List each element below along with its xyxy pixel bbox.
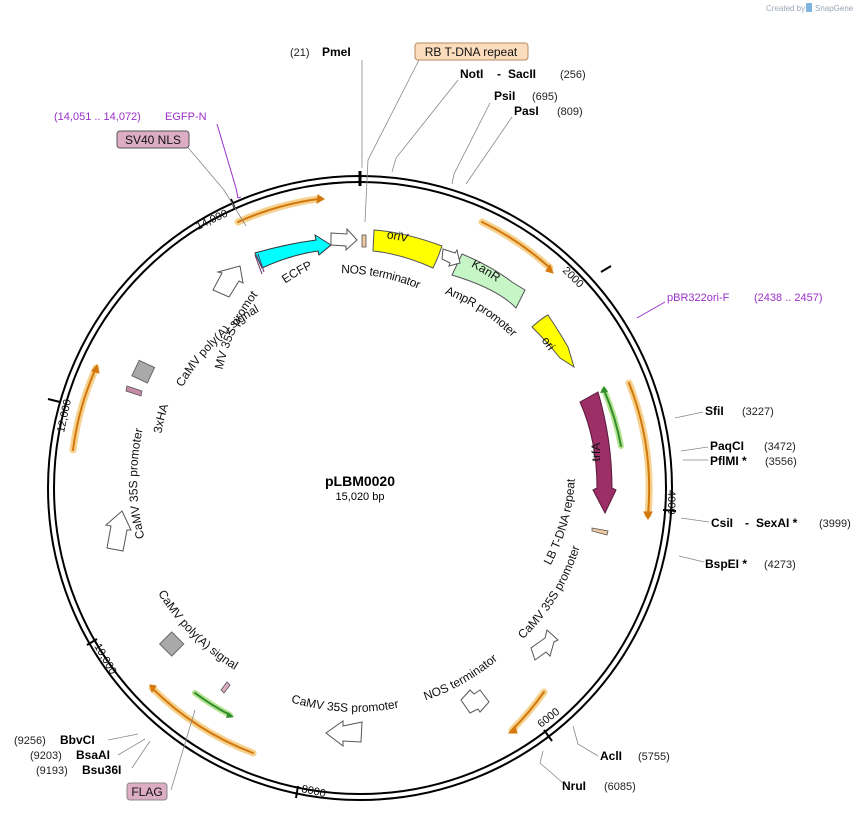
camv35s-right-arrow (530, 629, 559, 661)
site-pos-acli: (5755) (638, 751, 670, 763)
credit-text: Created by (766, 4, 805, 13)
site-name-bsu36i: Bsu36I (82, 763, 121, 777)
site-name-nrui: NruI (562, 779, 586, 793)
site-name-csii: CsiI (711, 516, 733, 530)
site-pos-sfii: (3227) (742, 406, 774, 418)
site-name-paqci: PaqCI (710, 439, 744, 453)
site-pos-paqci: (3472) (764, 441, 796, 453)
restriction-sites: (21) PmeI NotI - SacII (256) PsiI (695) … (14, 45, 851, 793)
site-name-pasi: PasI (514, 104, 539, 118)
egfp-primer-range: (14,051 .. 14,072) (54, 111, 141, 123)
snapgene-logo-icon (806, 3, 812, 12)
tick-10000: 10,000 (91, 642, 118, 677)
site-sep-csii: - (745, 516, 749, 530)
nos-terminator-bottom-arrow (460, 689, 490, 714)
rb-repeat-box (414, 42, 529, 61)
camv35s-bottom-label: CaMV 35S promoter (290, 692, 400, 715)
site-pos-nrui: (6085) (604, 781, 636, 793)
oriv-feature (372, 229, 443, 269)
site-pos-bbvci: (9256) (14, 735, 46, 747)
lb-repeat-mark (591, 527, 609, 536)
camv35s-topleft-label: CaMV 35S promoter (0, 0, 261, 371)
site-pos-pasi: (809) (557, 106, 583, 118)
site-name-sacii: SacII (508, 67, 536, 81)
egfp-primer-tip (235, 187, 242, 199)
backbone (47, 171, 673, 801)
rb-repeat-mark (361, 234, 367, 248)
ecfp-hatch (254, 253, 265, 275)
site-name-sfii: SfiI (705, 404, 724, 418)
egfp-primer-line (216, 123, 237, 189)
site-pos-pmei: (21) (290, 47, 310, 59)
polya-topleft-box (131, 359, 156, 384)
trfa-feature (579, 391, 617, 515)
plasmid-size: 15,020 bp (336, 491, 385, 503)
site-pos-psii: (695) (532, 91, 558, 103)
polya-bottom-box (158, 631, 185, 657)
flag-box (126, 782, 168, 801)
ecfp-label: ECFP (279, 258, 314, 286)
flag-label: FLAG (131, 785, 162, 799)
trfa-label: trfA (589, 443, 603, 462)
ori-feature (531, 314, 575, 369)
site-name-noti: NotI (460, 67, 483, 81)
camv35s-topleft-arrow (212, 265, 244, 298)
pbr-primer-line (636, 301, 666, 319)
ampr-promoter-arrow (441, 248, 461, 267)
tick-6000: 6000 (535, 706, 562, 731)
pbr-primer-name: pBR322ori-F (667, 292, 730, 304)
site-name-bsaai: BsaAI (76, 748, 110, 762)
camv35s-bottom-arrow (325, 720, 363, 748)
site-name-sexai: SexAI * (756, 516, 798, 530)
site-name-pflmi: PflMI * (710, 454, 747, 468)
site-pos-csii: (3999) (819, 518, 851, 530)
flag-mark (220, 681, 231, 694)
primer-labels: (14,051 .. 14,072) EGFP-N pBR322ori-F (2… (54, 111, 823, 304)
ecfp-feature (254, 233, 332, 269)
tick-14000: 14,000 (194, 208, 230, 233)
rb-repeat-label: RB T-DNA repeat (425, 45, 518, 59)
credit-brand: SnapGene (815, 4, 854, 13)
site-name-acli: AclI (600, 749, 622, 763)
tick-12000: 12,000 (55, 398, 74, 433)
tick-8000: 8000 (300, 783, 326, 800)
camv-polya-bottom-label: CaMV poly(A) signal (155, 587, 240, 672)
nos-terminator-top-arrow (330, 227, 358, 252)
nos-terminator-bottom-label: NOS terminator (422, 651, 500, 703)
oriv-label: oriV (386, 227, 410, 245)
sv40-box (116, 130, 190, 149)
pbr-primer-range: (2438 .. 2457) (754, 292, 823, 304)
inner-labels: NOS terminator AmpR promoter LB T-DNA re… (0, 0, 583, 715)
site-pos-bspei: (4273) (764, 559, 796, 571)
site-pos-bsu36i: (9193) (36, 765, 68, 777)
site-pos-pflmi: (3556) (765, 456, 797, 468)
sv40-label: SV40 NLS (125, 133, 181, 147)
features: oriV KanR ori trfA ECFP (104, 227, 617, 748)
site-name-bbvci: BbvCI (60, 733, 95, 747)
plasmid-name: pLBM0020 (325, 473, 395, 489)
egfp-primer-name: EGFP-N (165, 111, 207, 123)
tick-4000: 4000 (665, 490, 677, 514)
nos-terminator-top-label: NOS terminator (341, 262, 422, 292)
site-name-bspei: BspEI * (705, 557, 747, 571)
kanr-feature (451, 253, 526, 309)
boxed-labels: RB T-DNA repeat SV40 NLS FLAG (116, 42, 529, 801)
leader-lines (107, 59, 710, 791)
site-sep-noti: - (497, 67, 501, 81)
site-pos-bsaai: (9203) (30, 750, 62, 762)
3xha-mark (125, 385, 143, 397)
site-name-psii: PsiI (494, 89, 515, 103)
camv35s-left-label: CaMV 35S promoter (126, 427, 147, 541)
3xha-label: 3xHA (151, 402, 172, 434)
site-pos-noti: (256) (560, 69, 586, 81)
camv-polya-topleft-label: CaMV poly(A) signal (173, 302, 261, 389)
camv35s-left-arrow (104, 510, 132, 552)
green-arrows (192, 386, 624, 718)
site-name-pmei: PmeI (322, 45, 351, 59)
